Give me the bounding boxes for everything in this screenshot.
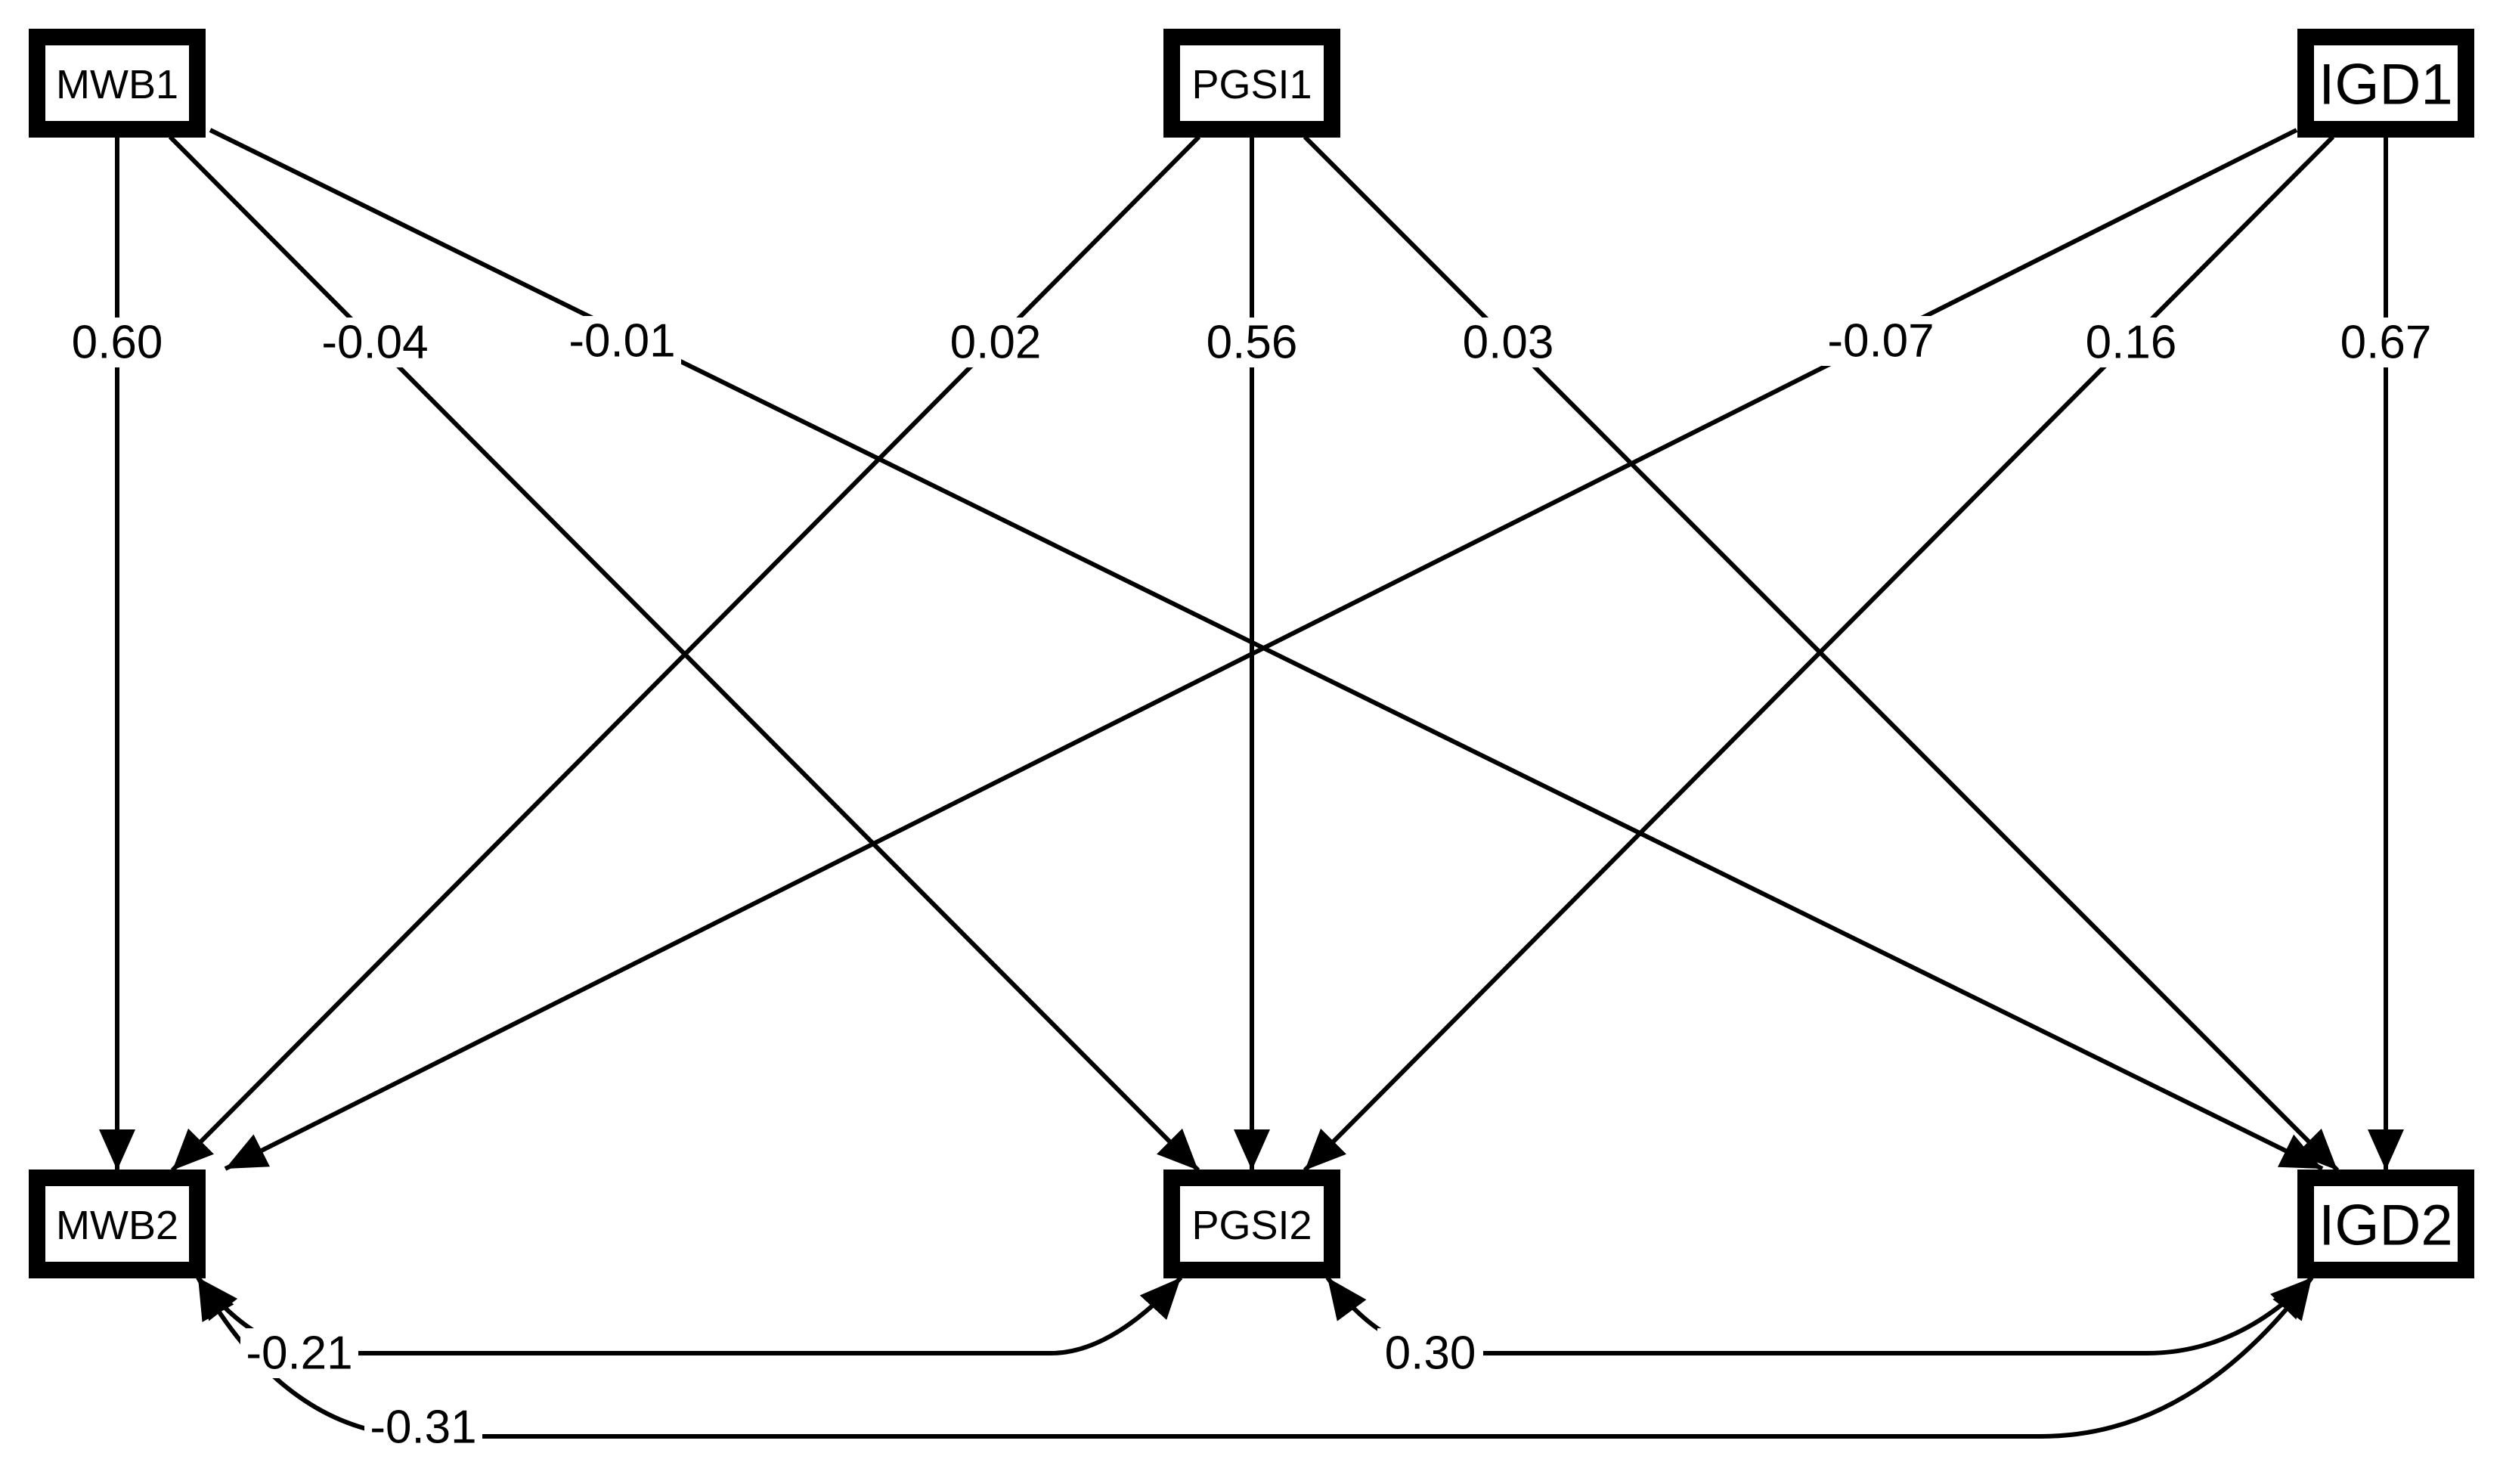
node-mwb2: MWB2: [29, 1170, 206, 1278]
node-label-pgsi1: PGSI1: [1191, 62, 1312, 107]
node-label-igd1: IGD1: [2319, 53, 2452, 117]
coefficient-labels: 0.60 -0.04 -0.01 0.02 0.56 0.03 -0.07 0.…: [64, 315, 2439, 1454]
coef-mwb1-igd2: -0.01: [568, 315, 675, 367]
coef-pgsi1-igd2: 0.03: [1463, 317, 1554, 369]
node-label-pgsi2: PGSI2: [1191, 1203, 1312, 1248]
cov-label-pgsi2-igd2: 0.30: [1385, 1328, 1476, 1380]
cov-label-mwb2-igd2: -0.31: [370, 1402, 476, 1454]
path-igd1-mwb2: [224, 128, 2298, 1171]
node-pgsi1: PGSI1: [1163, 29, 1340, 138]
coef-pgsi1-mwb2: 0.02: [950, 317, 1042, 369]
path-pgsi1-mwb2: [170, 135, 1201, 1173]
covariance-paths: [196, 1275, 2314, 1439]
coef-igd1-pgsi2: 0.16: [2086, 317, 2177, 369]
node-pgsi2: PGSI2: [1163, 1170, 1340, 1278]
node-igd1: IGD1: [2297, 29, 2474, 138]
coef-mwb1-pgsi2: -0.04: [321, 317, 428, 369]
node-igd2: IGD2: [2297, 1170, 2474, 1278]
cov-label-mwb2-pgsi2: -0.21: [246, 1328, 352, 1380]
coef-mwb1-mwb2: 0.60: [72, 317, 163, 369]
path-mwb1-igd2: [209, 128, 2324, 1171]
path-igd1-pgsi2: [1303, 135, 2335, 1173]
node-mwb1: MWB1: [29, 29, 206, 138]
cov-mwb2-igd2: [196, 1276, 2314, 1439]
coef-igd1-mwb2: -0.07: [1827, 315, 1934, 367]
coef-igd1-igd2: 0.67: [2340, 317, 2432, 369]
node-label-igd2: IGD2: [2319, 1194, 2452, 1258]
regression-paths: [99, 128, 2404, 1173]
node-label-mwb1: MWB1: [56, 62, 178, 107]
node-label-mwb2: MWB2: [56, 1203, 178, 1248]
coef-pgsi1-pgsi2: 0.56: [1207, 317, 1298, 369]
